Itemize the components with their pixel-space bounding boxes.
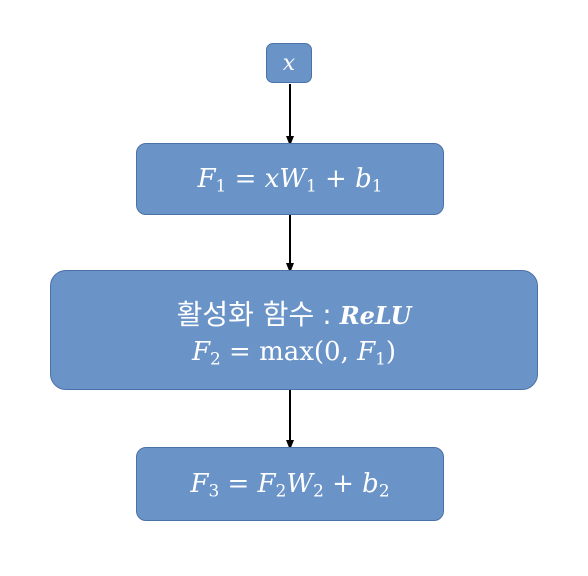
input-variable: x — [282, 50, 296, 76]
activation-name: ReLU — [339, 301, 412, 330]
activation-title: 활성화 함수 : ReLU — [177, 293, 412, 333]
layer1-node: F1 = xW1 + b1 — [136, 143, 444, 215]
layer3-node: F3 = F2W2 + b2 — [136, 447, 444, 521]
activation-node: 활성화 함수 : ReLU F2 = max(0, F1) — [50, 270, 538, 390]
activation-colon: : — [322, 298, 332, 331]
input-node: x — [266, 43, 312, 83]
activation-label: 활성화 함수 — [176, 298, 315, 331]
activation-equation: F2 = max(0, F1) — [191, 337, 397, 369]
layer1-equation: F1 = xW1 + b1 — [197, 164, 383, 196]
layer3-equation: F3 = F2W2 + b2 — [190, 469, 390, 501]
